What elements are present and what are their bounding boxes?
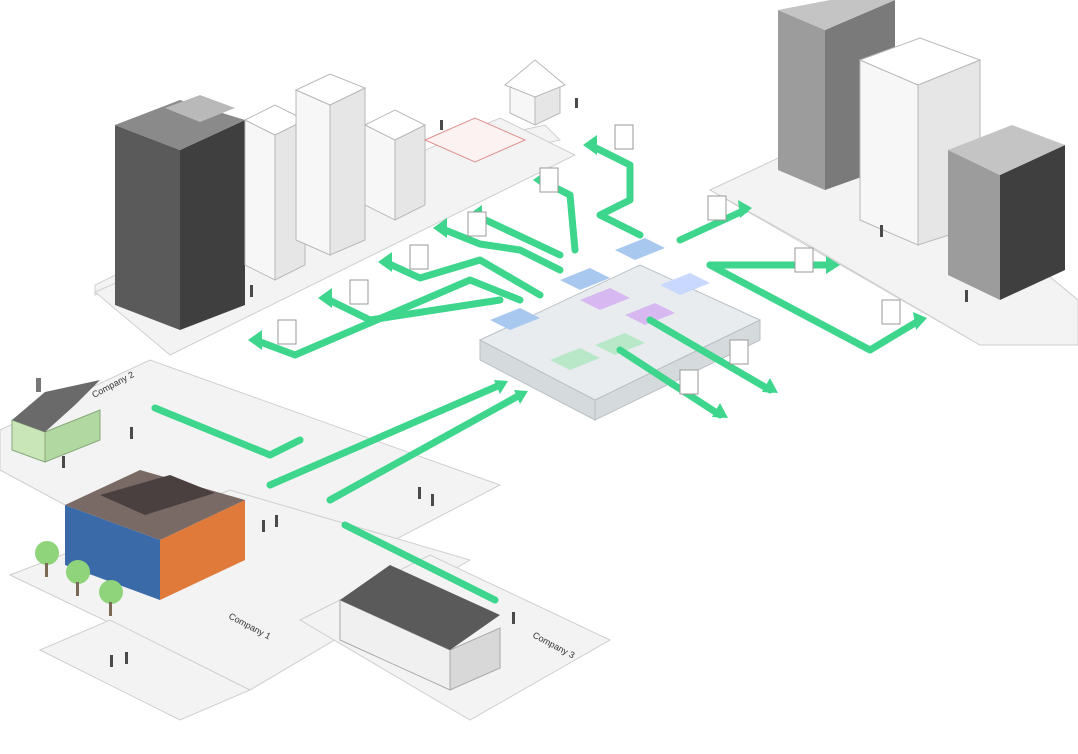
company-3-warehouse <box>339 565 501 691</box>
hub-accent-tiles <box>490 238 710 370</box>
dark-office-tower <box>115 95 245 330</box>
trees <box>35 541 123 616</box>
dark-tower-right <box>948 125 1065 300</box>
bank-building <box>504 59 566 126</box>
company-1-building <box>65 470 245 600</box>
white-tower-2 <box>294 73 367 256</box>
company-2-house <box>11 378 101 463</box>
office-area <box>423 117 527 163</box>
central-data-hub <box>478 238 762 421</box>
white-tower-3 <box>363 109 427 221</box>
people <box>62 98 968 667</box>
document-icons <box>277 124 901 395</box>
